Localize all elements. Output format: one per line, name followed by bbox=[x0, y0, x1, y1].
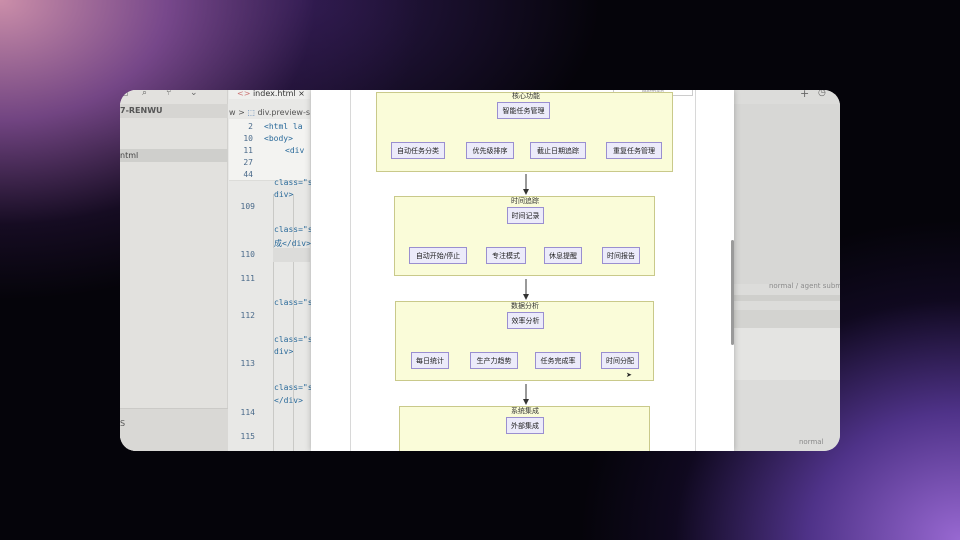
line-number: 27 bbox=[243, 158, 253, 167]
flowchart-node[interactable]: 任务完成率 bbox=[535, 352, 581, 369]
html-file-icon: <> bbox=[237, 90, 251, 98]
history-icon[interactable]: ◷ bbox=[818, 90, 826, 98]
flowchart-node[interactable]: 休息提醒 bbox=[544, 247, 582, 264]
code-line: class="s bbox=[274, 225, 313, 234]
project-title[interactable]: 7-RENWU bbox=[120, 104, 228, 118]
explorer-file-item[interactable]: ntml bbox=[120, 149, 228, 162]
sticky-scroll-lines: 2 <html la 10 <body> 11 <div 27 44 bbox=[229, 119, 310, 181]
code-area[interactable]: class="s 109 div> class="s 成</div> 110 1… bbox=[229, 178, 313, 451]
group-title: 时间追踪 bbox=[511, 197, 539, 205]
line-number: 115 bbox=[240, 432, 255, 441]
flowchart-node[interactable]: 自动任务分类 bbox=[391, 142, 445, 159]
sidebar-bottom-label: S bbox=[120, 419, 126, 428]
explorer-sidebar: ▢ ⌕ ⑂ ⌄ 7-RENWU ntml S bbox=[120, 90, 228, 451]
line-number: 10 bbox=[243, 134, 253, 143]
line-number: 114 bbox=[240, 408, 255, 417]
panel-content-area bbox=[734, 104, 840, 284]
flowchart-node[interactable]: 优先级排序 bbox=[466, 142, 514, 159]
line-number: 110 bbox=[240, 250, 255, 259]
flowchart-node[interactable]: 时间分配 bbox=[601, 352, 639, 369]
chat-input-area[interactable] bbox=[734, 328, 840, 380]
flowchart-node[interactable]: 智能任务管理 bbox=[497, 102, 550, 119]
line-number: 44 bbox=[243, 170, 253, 179]
code-line: <html la bbox=[264, 122, 303, 131]
screen-capture-card: ▢ ⌕ ⑂ ⌄ 7-RENWU ntml S <> index.html × w… bbox=[120, 90, 840, 451]
flowchart-node[interactable]: 重复任务管理 bbox=[606, 142, 662, 159]
breadcrumb-path: div.preview-s bbox=[257, 108, 310, 117]
flowchart-node[interactable]: 外部集成 bbox=[506, 417, 544, 434]
code-line: class="s bbox=[274, 383, 313, 392]
element-icon: ⬚ bbox=[247, 108, 255, 117]
flowchart-node[interactable]: 截止日期追踪 bbox=[530, 142, 586, 159]
add-icon[interactable]: + bbox=[800, 90, 810, 100]
line-number: 2 bbox=[248, 122, 253, 131]
code-line: </div> bbox=[274, 396, 303, 405]
line-number: 109 bbox=[240, 202, 255, 211]
line-number: 113 bbox=[240, 359, 255, 368]
group-title: 核心功能 bbox=[512, 92, 540, 100]
code-line: <body> bbox=[264, 134, 293, 143]
line-number: 11 bbox=[243, 146, 253, 155]
sidebar-bottom-section[interactable]: S bbox=[120, 408, 228, 451]
line-highlight bbox=[273, 248, 310, 262]
files-icon[interactable]: ▢ bbox=[120, 90, 129, 98]
breadcrumb-prefix: w > bbox=[229, 108, 245, 117]
flowchart-node[interactable]: 生产力趋势 bbox=[470, 352, 518, 369]
chevron-down-icon[interactable]: ⌄ bbox=[190, 90, 198, 98]
code-line: class="s bbox=[274, 335, 313, 344]
html-preview-window[interactable]: Mermaid bbox=[311, 90, 734, 451]
code-line: 成</div> bbox=[274, 239, 311, 248]
mode-indicator-bottom[interactable]: normal bbox=[799, 438, 824, 446]
right-side-panel: + ◷ normal / agent subm normal bbox=[734, 90, 840, 451]
activity-bar-icons: ▢ ⌕ ⑂ ⌄ bbox=[120, 90, 228, 100]
flowchart-node[interactable]: 每日统计 bbox=[411, 352, 449, 369]
group-title: 数据分析 bbox=[511, 302, 539, 310]
code-line: class="s bbox=[274, 298, 313, 307]
group-title: 系统集成 bbox=[511, 407, 539, 415]
source-control-icon[interactable]: ⑂ bbox=[166, 90, 172, 98]
flowchart-node[interactable]: 自动开始/停止 bbox=[409, 247, 467, 264]
code-line: class="s bbox=[274, 178, 313, 187]
mode-indicator[interactable]: normal / agent subm bbox=[769, 282, 840, 290]
preview-scrollbar[interactable] bbox=[731, 240, 734, 345]
code-line: <div bbox=[285, 146, 305, 155]
search-icon[interactable]: ⌕ bbox=[142, 90, 148, 98]
flowchart-node[interactable]: 时间记录 bbox=[507, 207, 544, 224]
mouse-cursor-icon: ➤ bbox=[626, 371, 632, 379]
code-line: div> bbox=[274, 190, 294, 199]
flowchart-node[interactable]: 时间报告 bbox=[602, 247, 640, 264]
close-icon[interactable]: × bbox=[298, 90, 305, 98]
line-number: 112 bbox=[240, 311, 255, 320]
code-editor: ▢ ⌕ ⑂ ⌄ 7-RENWU ntml S <> index.html × w… bbox=[120, 90, 313, 451]
line-number: 111 bbox=[240, 274, 255, 283]
breadcrumb[interactable]: w > ⬚ div.preview-s bbox=[229, 107, 310, 119]
tab-label: index.html bbox=[252, 90, 296, 98]
flowchart-node[interactable]: 效率分析 bbox=[507, 312, 544, 329]
flowchart-node[interactable]: 专注模式 bbox=[486, 247, 526, 264]
code-line: div> bbox=[274, 347, 294, 356]
editor-tab[interactable]: <> index.html × bbox=[229, 90, 310, 99]
